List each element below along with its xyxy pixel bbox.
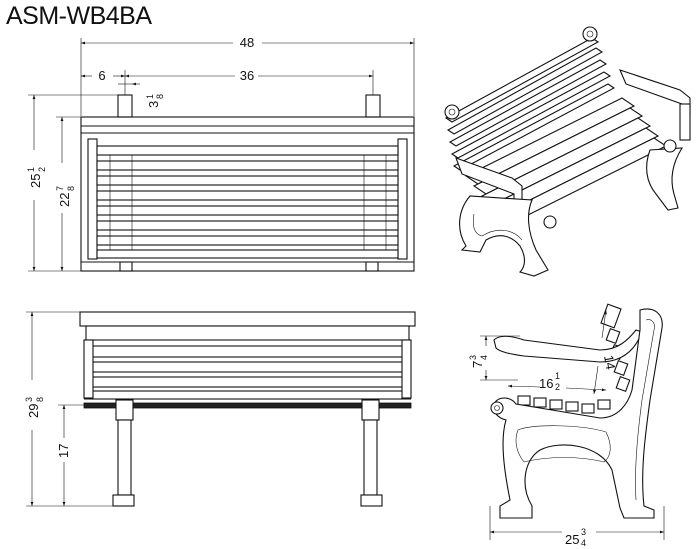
iso-leg-rear: [646, 147, 684, 211]
top-armrest-right: [397, 138, 408, 260]
dim-front-height: 29 3 8: [24, 397, 45, 418]
isometric-view: [444, 26, 691, 277]
iso-post-right-scroll: [582, 26, 598, 42]
iso-post-left-scroll: [444, 104, 460, 120]
top-view: 48 6 36 3 1 8 25 1 2 22: [26, 35, 415, 272]
svg-text:22: 22: [57, 193, 72, 207]
svg-text:4: 4: [479, 355, 489, 360]
svg-text:3: 3: [581, 527, 586, 537]
svg-text:1: 1: [145, 94, 155, 99]
dim-overall-depth: 25 1 2: [26, 167, 47, 188]
top-armrest-left: [87, 138, 98, 260]
top-seat-outline: [80, 116, 415, 272]
model-title: ASM-WB4BA: [6, 2, 152, 30]
svg-text:7: 7: [470, 361, 485, 368]
dim-overall-width: 48: [240, 35, 254, 50]
dim-edge-offset: 6: [98, 68, 105, 83]
iso-seat: [464, 97, 668, 225]
svg-text:1: 1: [555, 371, 560, 381]
front-leg-left: [112, 399, 135, 507]
top-slats: [96, 145, 399, 259]
svg-text:3: 3: [146, 101, 161, 108]
iso-leg-front: [459, 195, 549, 277]
svg-text:3: 3: [24, 397, 34, 402]
top-post-right: [365, 94, 381, 118]
dim-seat-height: 17: [56, 444, 71, 458]
dim-post-size: 3 1 8: [145, 94, 165, 108]
dim-seat-depth: 22 7 8: [55, 186, 76, 207]
svg-text:3: 3: [468, 355, 478, 360]
dim-side-back-length: 14: [601, 354, 618, 371]
iso-backrest: [444, 37, 616, 171]
dim-side-seat-length: 16 1 2: [539, 371, 560, 392]
svg-text:2: 2: [37, 167, 47, 172]
front-leg-right: [360, 399, 383, 507]
svg-text:25: 25: [565, 532, 579, 547]
front-armrest-right: [401, 339, 412, 399]
front-seat-edge: [83, 402, 412, 409]
svg-text:4: 4: [581, 538, 586, 548]
svg-text:29: 29: [26, 404, 41, 418]
top-post-left: [117, 94, 133, 118]
svg-text:25: 25: [28, 174, 43, 188]
front-backrest-top: [79, 311, 416, 327]
svg-text:8: 8: [35, 397, 45, 402]
svg-text:2: 2: [555, 382, 560, 392]
dim-side-back-height: 7 3 4: [468, 355, 489, 368]
dim-post-spacing: 36: [240, 68, 254, 83]
side-seat-slats: [517, 395, 611, 414]
svg-text:1: 1: [26, 167, 36, 172]
side-frame: [493, 308, 663, 519]
svg-text:8: 8: [66, 186, 76, 191]
svg-text:7: 7: [55, 186, 65, 191]
side-view: 7 3 4 16 1 2 14 25 3 4: [468, 303, 665, 548]
side-armrest: [493, 329, 643, 363]
svg-text:16: 16: [539, 376, 553, 391]
front-view: 29 3 8 17: [24, 311, 416, 507]
svg-text:8: 8: [155, 94, 165, 99]
front-armrest-left: [83, 339, 94, 399]
dim-side-width: 25 3 4: [565, 527, 586, 548]
